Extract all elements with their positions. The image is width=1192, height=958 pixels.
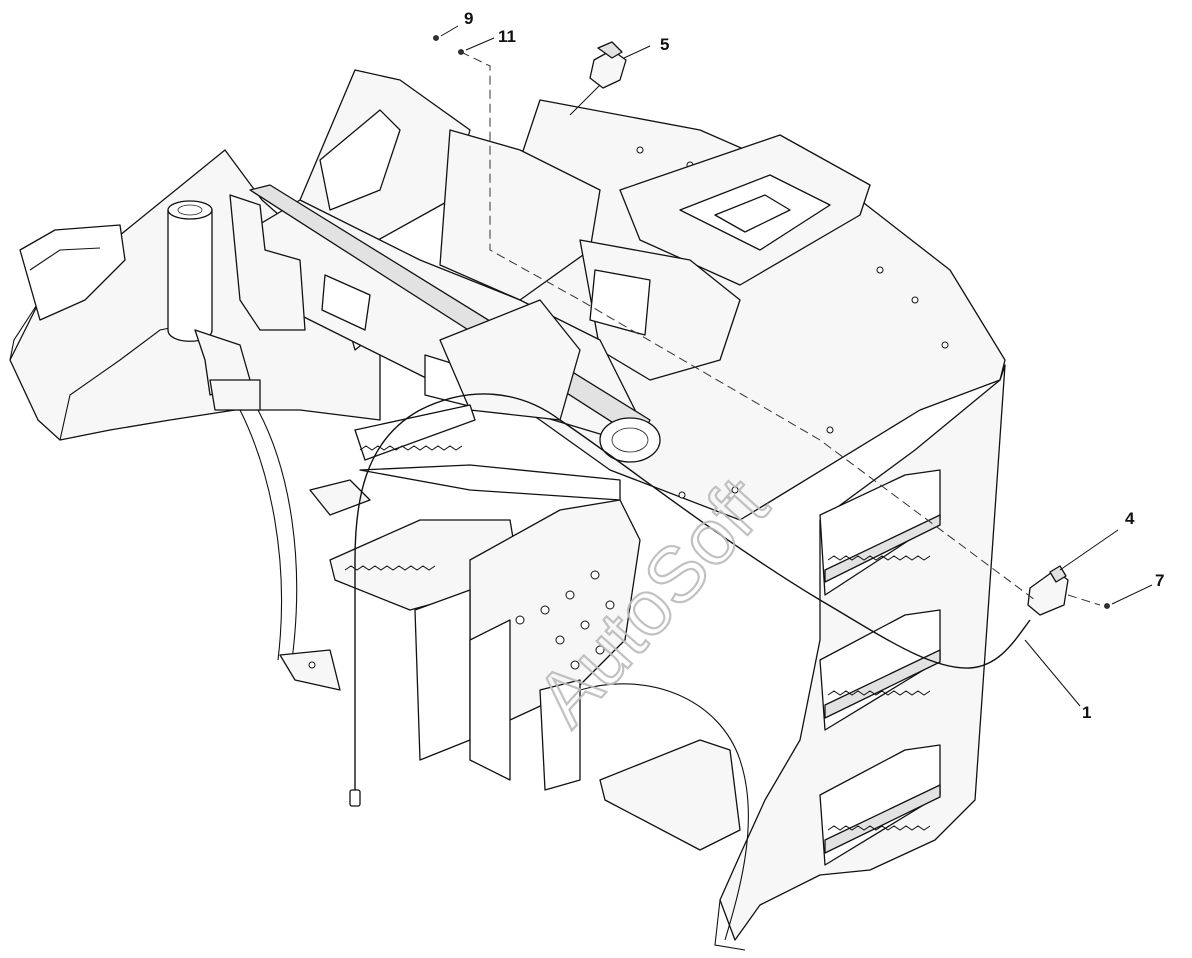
callout-9: 9 — [464, 9, 473, 28]
front-frame — [229, 69, 871, 441]
part-4-module — [1027, 565, 1069, 616]
part-5-switch — [569, 41, 627, 116]
callout-11: 11 — [498, 27, 516, 46]
ground-terminal — [349, 789, 361, 807]
roller — [599, 417, 661, 463]
leader-lines — [440, 25, 1153, 707]
wiring-harness — [349, 393, 1031, 807]
callout-7: 7 — [1155, 571, 1164, 590]
callouts: 9 11 5 4 7 1 — [464, 9, 1164, 722]
assembly-lines — [460, 51, 1101, 606]
part-9-bolt — [433, 35, 439, 41]
part-7-bolt — [1104, 603, 1110, 609]
callout-5: 5 — [660, 35, 669, 54]
callout-1: 1 — [1082, 703, 1091, 722]
loader-arm-plate — [414, 499, 641, 791]
hydraulic-tank — [167, 200, 261, 411]
rear-fender — [579, 683, 749, 941]
step-ladder — [819, 469, 941, 866]
callout-4: 4 — [1125, 509, 1135, 528]
